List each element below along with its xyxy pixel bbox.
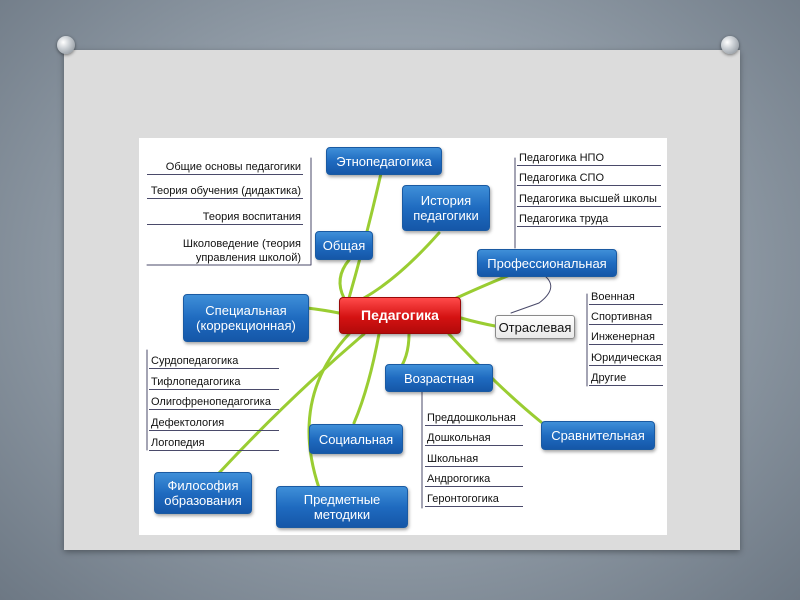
- general-item: управления школой): [195, 252, 301, 264]
- general-item: Школоведение (теория: [182, 238, 301, 250]
- branch-general: [338, 258, 351, 300]
- pushpin-right-icon: [721, 36, 739, 54]
- node-philosophy[interactable]: Философия образования: [154, 472, 252, 514]
- special-item: Олигофренопедагогика: [149, 395, 279, 410]
- branch-special: [305, 306, 341, 315]
- branch-history: [362, 231, 441, 300]
- general-item: Теория воспитания: [147, 210, 303, 225]
- professional-item: Педагогика труда: [517, 212, 661, 227]
- node-social[interactable]: Социальная: [309, 424, 403, 454]
- connector-lines: [146, 157, 588, 509]
- branch-subject: [307, 332, 351, 490]
- age-item: Школьная: [425, 452, 523, 467]
- branch-sectoral: [459, 316, 497, 328]
- node-sectoral[interactable]: Отраслевая: [495, 315, 575, 339]
- branch-social: [352, 332, 381, 425]
- sectoral-item: Юридическая: [589, 352, 663, 366]
- age-item: Преддошкольная: [425, 411, 523, 426]
- node-history[interactable]: История педагогики: [402, 185, 490, 231]
- sectoral-item: Спортивная: [589, 310, 663, 325]
- sectoral-item: Военная: [589, 290, 663, 305]
- bracket-general: [146, 157, 312, 266]
- bracket-professional-sectoral: [510, 275, 552, 314]
- branch-comparative: [447, 332, 543, 424]
- general-item: Теория обучения (дидактика): [147, 184, 303, 199]
- special-item: Дефектология: [149, 416, 279, 431]
- age-item: Андрогогика: [425, 472, 523, 487]
- special-item: Тифлопедагогика: [149, 375, 279, 390]
- node-professional[interactable]: Профессиональная: [477, 249, 617, 277]
- special-item: Сурдопедагогика: [149, 354, 279, 369]
- professional-item: Педагогика НПО: [517, 151, 661, 166]
- professional-item: Педагогика СПО: [517, 171, 661, 186]
- age-item: Геронтогогика: [425, 492, 523, 507]
- age-item: Дошкольная: [425, 431, 523, 446]
- node-general[interactable]: Общая: [315, 231, 373, 260]
- professional-item: Педагогика высшей школы: [517, 192, 661, 207]
- branch-etno: [347, 158, 386, 300]
- special-item: Логопедия: [149, 436, 279, 451]
- general-item: Общие основы педагогики: [147, 160, 303, 175]
- mind-map: Общие основы педагогики Теория обучения …: [139, 138, 667, 535]
- node-pedagogy-center[interactable]: Педагогика: [339, 297, 461, 334]
- node-etnopedagogy[interactable]: Этнопедагогика: [326, 147, 442, 175]
- pushpin-left-icon: [57, 36, 75, 54]
- node-comparative[interactable]: Сравнительная: [541, 421, 655, 450]
- node-age[interactable]: Возрастная: [385, 364, 493, 392]
- node-subject-methods[interactable]: Предметные методики: [276, 486, 408, 528]
- sectoral-item: Инженерная: [589, 330, 663, 345]
- branch-philosophy: [217, 332, 366, 475]
- node-special[interactable]: Специальная (коррекционная): [183, 294, 309, 342]
- sectoral-item: Другие: [589, 371, 663, 386]
